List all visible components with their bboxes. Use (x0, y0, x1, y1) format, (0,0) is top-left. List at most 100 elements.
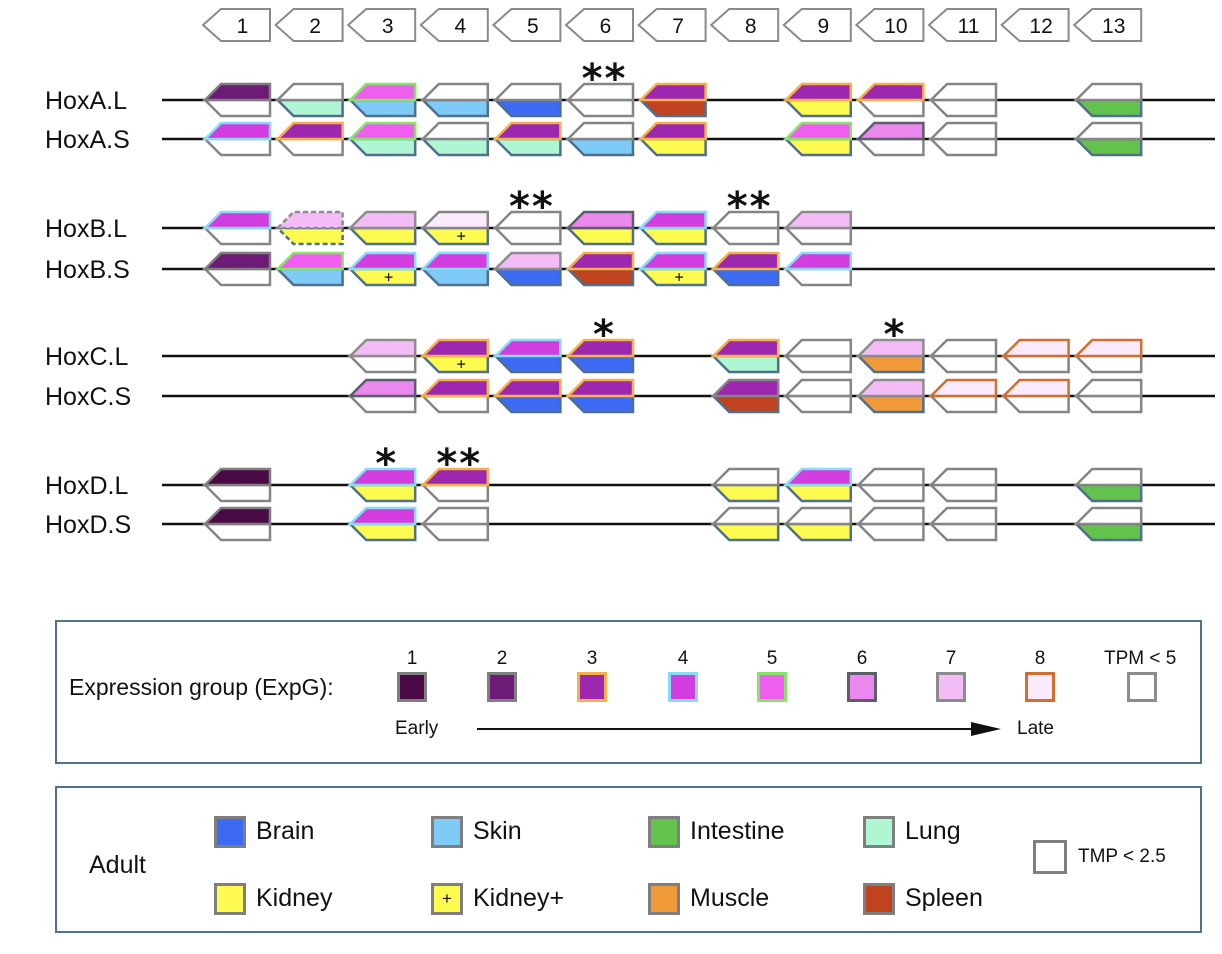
time-arrow-head-icon (971, 722, 1001, 736)
gene-HoxC.L-10[interactable]: * (855, 312, 925, 374)
gene-HoxB.S-6[interactable] (564, 251, 635, 287)
expression-group-half (347, 338, 417, 358)
gene-HoxA.S-4[interactable] (419, 121, 490, 157)
adult-tissue-half (419, 354, 490, 374)
gene-HoxB.S-1[interactable] (201, 251, 272, 287)
gene-HoxD.S-3[interactable] (347, 506, 417, 542)
gene-HoxD.S-4[interactable] (419, 506, 490, 542)
gene-HoxC.S-9[interactable] (782, 378, 853, 414)
position-header-2: 2 (274, 8, 344, 42)
gene-HoxA.S-7[interactable] (637, 121, 707, 157)
position-label: 11 (958, 15, 980, 38)
gene-HoxC.L-11[interactable] (927, 338, 998, 374)
gene-HoxC.S-6[interactable] (564, 378, 635, 414)
gene-HoxB.S-7[interactable]: + (637, 251, 707, 287)
gene-HoxC.L-12[interactable] (1000, 338, 1070, 374)
gene-HoxD.L-4[interactable]: ** (419, 441, 490, 503)
adult-tissue-half (710, 522, 780, 542)
gene-HoxA.L-4[interactable] (419, 82, 490, 118)
gene-HoxB.L-2[interactable] (274, 210, 344, 246)
gene-HoxC.S-4[interactable] (419, 378, 490, 414)
cluster-row-hoxb-l: HoxB.L+**** (45, 184, 1215, 246)
gene-HoxC.L-8[interactable] (710, 338, 780, 374)
gene-HoxA.S-10[interactable] (855, 121, 925, 157)
gene-HoxA.L-5[interactable] (492, 82, 562, 118)
gene-HoxA.S-9[interactable] (782, 121, 853, 157)
position-label: 5 (527, 15, 539, 38)
expression-group-half (347, 378, 417, 398)
position-arrow-icon (854, 8, 925, 42)
expression-group-half (492, 251, 562, 271)
gene-HoxD.L-11[interactable] (927, 467, 998, 503)
gene-HoxD.S-11[interactable] (927, 506, 998, 542)
position-label: 7 (672, 15, 684, 38)
gene-HoxD.L-10[interactable] (855, 467, 925, 503)
gene-HoxA.L-11[interactable] (927, 82, 998, 118)
gene-HoxC.S-12[interactable] (1000, 378, 1070, 414)
gene-HoxA.L-2[interactable] (274, 82, 344, 118)
position-label: 3 (382, 15, 394, 38)
gene-HoxD.L-1[interactable] (201, 467, 272, 503)
gene-HoxD.S-1[interactable] (201, 506, 272, 542)
position-arrow-icon (419, 8, 489, 42)
gene-HoxC.S-10[interactable] (855, 378, 925, 414)
gene-HoxD.L-3[interactable]: * (347, 441, 417, 503)
expg-swatch-7 (936, 672, 966, 702)
adult-tissue-half (855, 354, 925, 374)
gene-HoxD.S-13[interactable] (1073, 506, 1143, 542)
gene-HoxA.L-6[interactable]: ** (564, 56, 635, 118)
gene-HoxB.S-5[interactable] (492, 251, 562, 287)
gene-HoxA.L-7[interactable] (637, 82, 707, 118)
adult-tissue-half (927, 483, 998, 503)
gene-HoxB.L-5[interactable]: ** (492, 184, 562, 246)
expression-group-half (347, 251, 417, 271)
gene-HoxC.L-5[interactable] (492, 338, 562, 374)
gene-HoxA.S-13[interactable] (1073, 121, 1143, 157)
gene-HoxB.L-8[interactable]: ** (710, 184, 780, 246)
gene-HoxA.S-11[interactable] (927, 121, 998, 157)
adult-tissue-half (201, 98, 272, 118)
gene-HoxD.S-10[interactable] (855, 506, 925, 542)
gene-HoxA.L-9[interactable] (782, 82, 853, 118)
gene-HoxC.L-3[interactable] (347, 338, 417, 374)
gene-HoxB.L-7[interactable] (637, 210, 707, 246)
gene-HoxC.L-6[interactable]: * (564, 312, 635, 374)
gene-HoxC.L-13[interactable] (1073, 338, 1143, 374)
gene-HoxB.L-6[interactable] (564, 210, 635, 246)
expression-group-half (1073, 82, 1143, 102)
expg-number-3: 3 (586, 648, 598, 669)
gene-HoxC.S-13[interactable] (1073, 378, 1143, 414)
gene-HoxB.L-3[interactable] (347, 210, 417, 246)
gene-HoxA.L-3[interactable] (347, 82, 417, 118)
gene-HoxD.L-8[interactable] (710, 467, 780, 503)
gene-HoxC.L-4[interactable]: + (419, 338, 490, 374)
gene-HoxD.L-9[interactable] (782, 467, 853, 503)
gene-HoxD.L-13[interactable] (1073, 467, 1143, 503)
gene-HoxC.L-9[interactable] (782, 338, 853, 374)
gene-HoxB.S-4[interactable] (419, 251, 490, 287)
gene-HoxA.L-13[interactable] (1073, 82, 1143, 118)
gene-HoxB.S-2[interactable] (274, 251, 344, 287)
gene-HoxA.S-6[interactable] (564, 121, 635, 157)
gene-HoxB.S-3[interactable]: + (347, 251, 417, 287)
gene-HoxA.S-3[interactable] (347, 121, 417, 157)
gene-HoxB.S-9[interactable] (782, 251, 853, 287)
gene-HoxA.S-2[interactable] (274, 121, 344, 157)
gene-HoxC.S-3[interactable] (347, 378, 417, 414)
gene-HoxC.S-5[interactable] (492, 378, 562, 414)
gene-HoxB.S-8[interactable] (710, 251, 780, 287)
gene-HoxB.L-1[interactable] (201, 210, 272, 246)
gene-HoxD.S-9[interactable] (782, 506, 853, 542)
cluster-label: HoxB.S (45, 256, 130, 284)
gene-HoxC.S-8[interactable] (710, 378, 780, 414)
gene-HoxC.S-11[interactable] (927, 378, 998, 414)
gene-HoxB.L-9[interactable] (782, 210, 853, 246)
gene-HoxA.S-1[interactable] (201, 121, 272, 157)
expression-group-half (1000, 378, 1070, 398)
gene-HoxD.S-8[interactable] (710, 506, 780, 542)
expression-group-half (782, 210, 853, 230)
gene-HoxA.L-1[interactable] (201, 82, 272, 118)
gene-HoxB.L-4[interactable]: + (419, 210, 490, 246)
gene-HoxA.L-10[interactable] (855, 82, 925, 118)
gene-HoxA.S-5[interactable] (492, 121, 562, 157)
